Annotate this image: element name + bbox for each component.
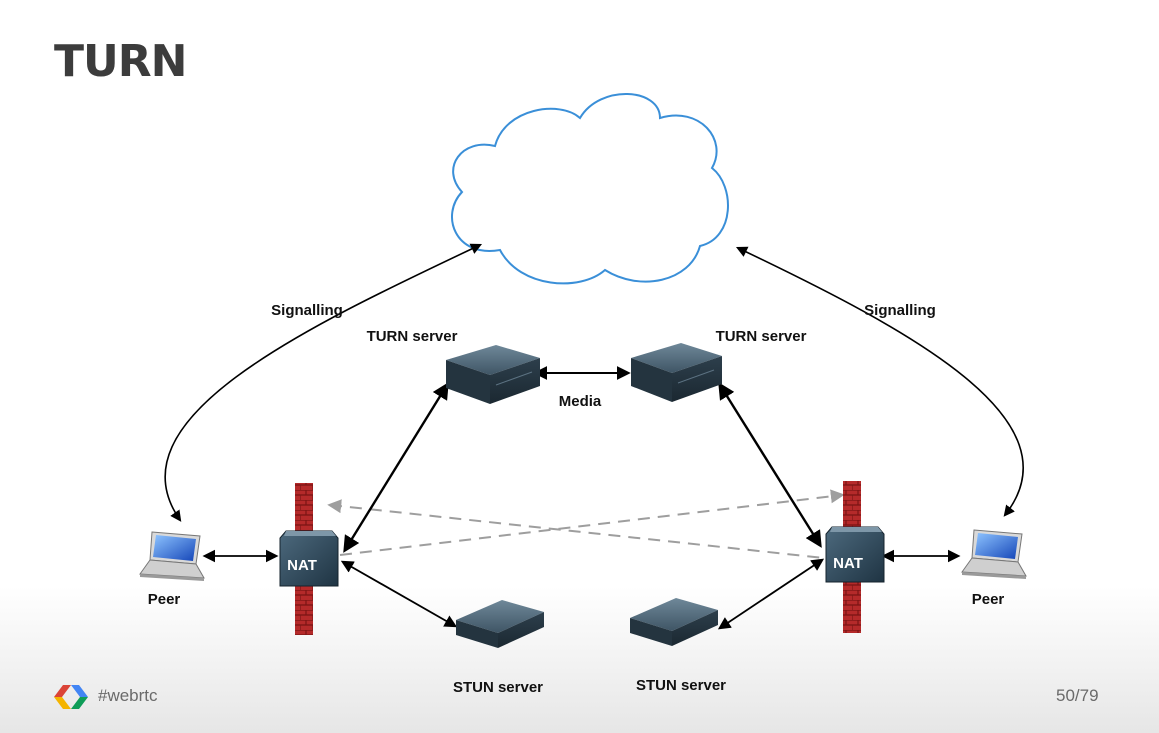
server-icon bbox=[630, 598, 718, 646]
server-icon bbox=[631, 343, 722, 402]
turn-server-label-right: TURN server bbox=[716, 328, 807, 345]
signalling-arrow-left bbox=[164, 243, 483, 522]
nat-to-turn-right-arrow bbox=[718, 382, 822, 548]
page-indicator: 50/79 bbox=[1056, 686, 1099, 705]
signalling-label-left: Signalling bbox=[271, 302, 343, 319]
nat-left: NAT bbox=[279, 530, 339, 587]
internet-cloud bbox=[451, 93, 729, 285]
nat-label-left: NAT bbox=[287, 557, 317, 574]
nat-to-turn-left-arrow bbox=[343, 382, 449, 553]
turn-server-label-left: TURN server bbox=[367, 328, 458, 345]
stun-dashed-arrow-2 bbox=[339, 489, 845, 556]
server-icon bbox=[446, 345, 540, 404]
chrome-dev-logo bbox=[54, 685, 88, 709]
laptop-icon bbox=[961, 529, 1027, 579]
laptop-icon bbox=[139, 531, 205, 581]
nat-label-right: NAT bbox=[833, 555, 863, 572]
media-label: Media bbox=[559, 393, 602, 410]
server-icon bbox=[456, 600, 544, 648]
signalling-label-right: Signalling bbox=[864, 302, 936, 319]
stun-dashed-arrow-1 bbox=[327, 499, 825, 559]
slide-title: TURN bbox=[54, 36, 187, 87]
peer-label-right: Peer bbox=[972, 591, 1005, 608]
stun-server-label-left: STUN server bbox=[453, 679, 543, 696]
hashtag-label: #webrtc bbox=[98, 686, 158, 705]
stun-server-label-right: STUN server bbox=[636, 677, 726, 694]
nat-right: NAT bbox=[825, 526, 885, 583]
peer-label-left: Peer bbox=[148, 591, 181, 608]
nat-to-stun-right-arrow bbox=[717, 558, 825, 630]
signalling-arrow-right bbox=[735, 246, 1024, 517]
nat-to-stun-left-arrow bbox=[340, 560, 458, 628]
